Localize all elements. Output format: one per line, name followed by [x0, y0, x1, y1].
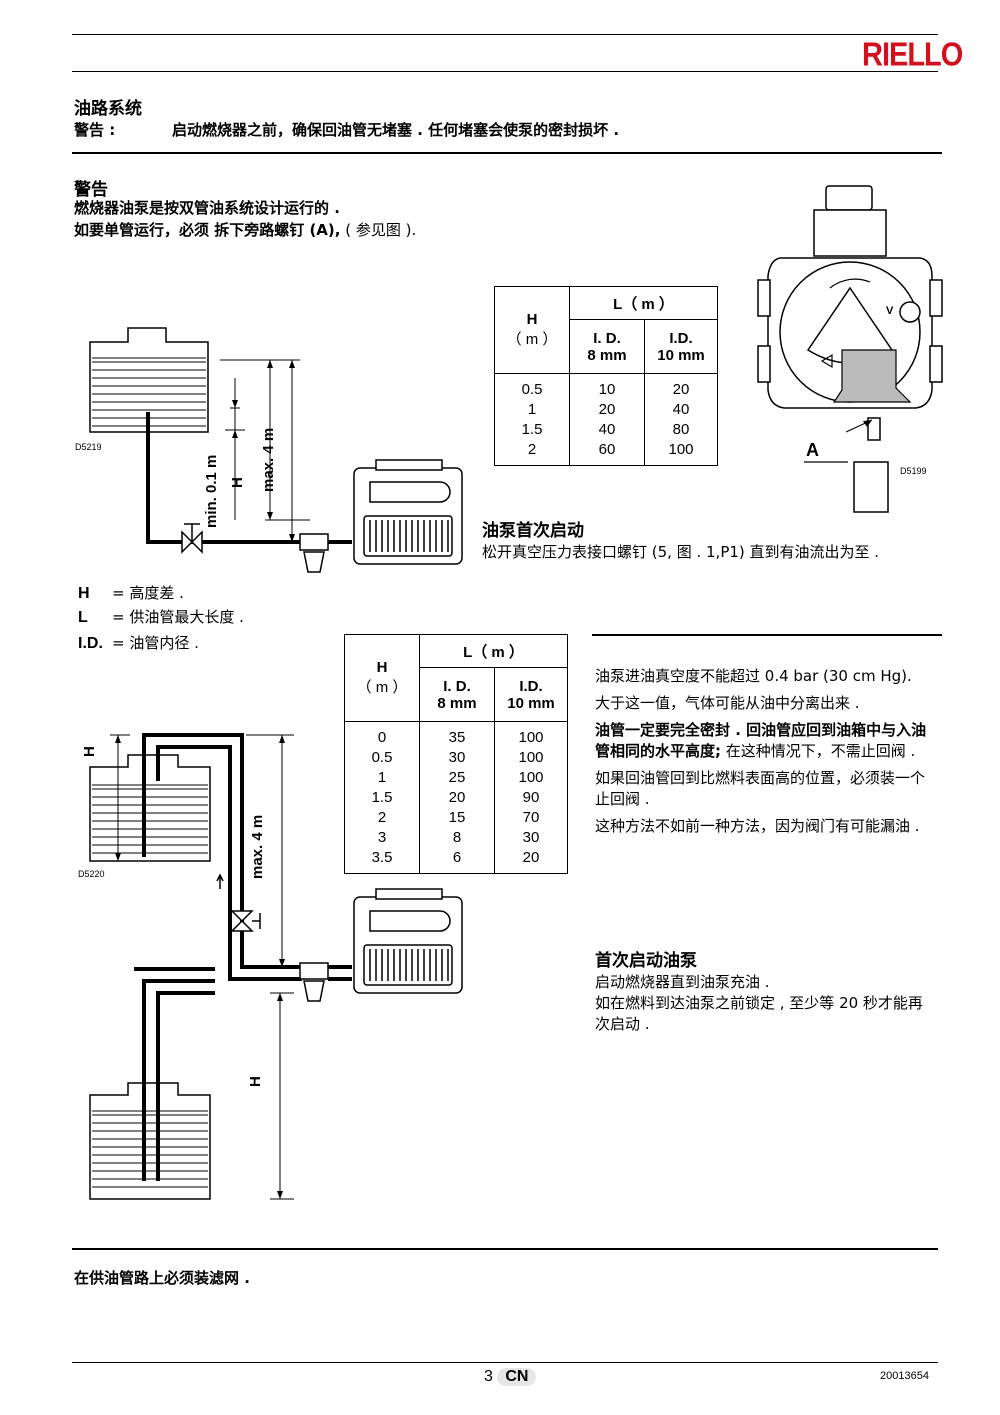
page-number: 3 — [484, 1368, 493, 1385]
diagram1-max-label: max. 4 m — [260, 428, 277, 492]
brand-logo: RIELLO — [862, 36, 963, 74]
table2-col2-header: I.D.10 mm — [494, 667, 568, 722]
diagram2-h-label-top: H — [81, 746, 98, 757]
pump-label-a: A — [806, 440, 819, 460]
diagram1-min-label: min. 0.1 m — [203, 455, 220, 528]
two-pipe-diagram: D5220 H max. 4 m H — [78, 733, 463, 1200]
leak-text: 这种方法不如前一种方法，因为阀门有可能漏油 . — [595, 817, 920, 835]
pump-code: D5199 — [900, 466, 927, 476]
diagram2-code: D5220 — [78, 869, 105, 879]
bottom-divider — [72, 1248, 938, 1250]
section-title-oil-system: 油路系统 — [74, 99, 142, 119]
filter-note: 在供油管路上必须装滤网 . — [74, 1269, 250, 1287]
page-number-block: 3 CN — [484, 1368, 537, 1386]
legend-l: L= 供油管最大长度 . — [78, 608, 244, 626]
gas-separation-text: 大于这一值，气体可能从油中分离出来 . — [595, 694, 860, 712]
single-pipe-diagram: D5219 min. 0.1 m H max. 4 m — [75, 327, 463, 573]
right-column-text: 油泵进油真空度不能超过 0.4 bar (30 cm Hg). 大于这一值，气体… — [595, 666, 937, 843]
table2-h-header: H（ m ） — [344, 634, 420, 722]
table1-col2-header: I.D.10 mm — [644, 319, 718, 374]
footer-rule — [72, 1362, 938, 1363]
section-divider — [72, 152, 942, 154]
burner-2 — [353, 888, 463, 994]
header-bottom-rule — [72, 71, 938, 72]
table2-col1-header: I. D.8 mm — [419, 667, 495, 722]
prime-pump-text: 启动燃烧器直到油泵充油 . 如在燃料到达油泵之前锁定 , 至少等 20 秒才能再… — [595, 973, 923, 1033]
table2-l-header: L（ m ） — [419, 634, 568, 668]
right-divider — [592, 634, 942, 636]
diagram2-max-label: max. 4 m — [249, 815, 266, 879]
legend-h: H= 高度差 . — [78, 584, 184, 602]
document-number: 20013654 — [880, 1370, 929, 1382]
diagram1-h-label: H — [229, 477, 246, 488]
table1-h-header: H（ m ） — [494, 286, 570, 374]
language-badge: CN — [497, 1368, 537, 1386]
prime-pump-title: 首次启动油泵 — [595, 951, 697, 971]
header-top-rule — [72, 34, 938, 35]
check-valve-text: 如果回油管回到比燃料表面高的位置，必须装一个止回阀 . — [595, 769, 926, 808]
sealing-text: 油管一定要完全密封 . 回油管应回到油箱中与入油管相同的水平高度; 在这种情况下… — [595, 721, 927, 760]
warning-line-2-normal: ( 参见图 ). — [340, 221, 417, 239]
warning-line-2-bold: 如要单管运行，必须 拆下旁路螺钉 (A), — [74, 221, 341, 239]
table1-col1-header: I. D.8 mm — [569, 319, 645, 374]
diagram1-code: D5219 — [75, 442, 102, 452]
warning-line-1: 燃烧器油泵是按双管油系统设计运行的 . — [74, 199, 340, 217]
warning-text: 启动燃烧器之前，确保回油管无堵塞 . 任何堵塞会使泵的密封损坏 . — [172, 121, 620, 139]
section-title-warning: 警告 — [74, 180, 108, 200]
diagram2-h-label-bottom: H — [247, 1076, 264, 1087]
warning-label: 警告 : — [74, 121, 116, 139]
first-start-text: 松开真空压力表接口螺钉 (5, 图 . 1,P1) 直到有油流出为至 . — [482, 543, 880, 561]
vacuum-limit-text: 油泵进油真空度不能超过 0.4 bar (30 cm Hg). — [595, 667, 912, 685]
pump-label-v: V — [886, 305, 894, 317]
pump-diagram: A V D5199 — [757, 185, 943, 513]
table1-l-header: L（ m ） — [569, 286, 718, 320]
first-start-title: 油泵首次启动 — [482, 521, 584, 541]
legend-id: I.D.= 油管内径 . — [78, 634, 199, 652]
warning-line-2: 如要单管运行，必须 拆下旁路螺钉 (A), ( 参见图 ). — [74, 220, 416, 241]
